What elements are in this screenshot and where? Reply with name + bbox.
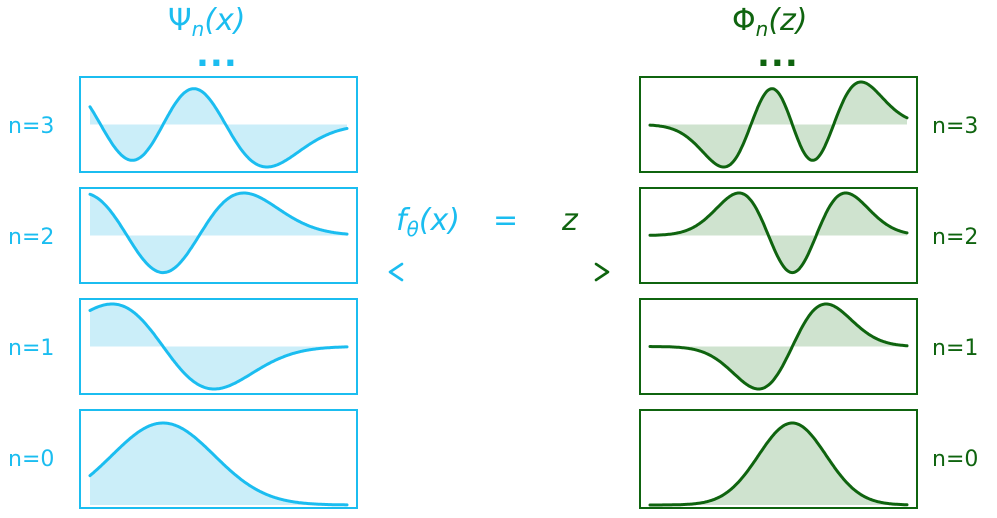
right-panel-n3 [639, 76, 918, 173]
left-panel-n2 [79, 187, 358, 284]
left-ellipsis: ... [196, 35, 238, 75]
right-title-arg: (z) [768, 3, 808, 38]
right-label-n1: n=1 [932, 336, 979, 361]
right-wavefunction-fill-n1 [650, 304, 907, 389]
left-label-n2: n=2 [8, 225, 55, 250]
right-wavefunction-curve-n0 [648, 421, 909, 507]
left-title: Ψn(x) [168, 3, 246, 41]
left-panel-n0 [79, 409, 358, 509]
left-panel-n1 [79, 298, 358, 395]
left-panel-frame-n2 [79, 187, 358, 284]
right-panel-frame-n3 [639, 76, 918, 173]
left-panel-n3 [79, 76, 358, 173]
right-panel-n2 [639, 187, 918, 284]
left-title-symbol: Ψ [168, 3, 192, 38]
left-wavefunction-fill-n3 [90, 88, 347, 167]
right-panel-frame-n0 [639, 409, 918, 509]
right-title-sub: n [755, 17, 769, 41]
right-wavefunction-fill-n0 [650, 423, 907, 505]
bidirectional-arrow [388, 262, 610, 282]
left-label-n3: n=3 [8, 114, 55, 139]
right-wavefunction-curve-n2 [648, 191, 909, 275]
left-title-arg: (x) [204, 3, 246, 38]
right-label-n0: n=0 [932, 447, 979, 472]
left-wavefunction-fill-n0 [90, 423, 347, 505]
left-wavefunction-curve-n0 [88, 421, 349, 507]
left-panel-frame-n0 [79, 409, 358, 509]
right-wavefunction-curve-n3 [648, 80, 909, 169]
left-panel-frame-n3 [79, 76, 358, 173]
right-panel-frame-n2 [639, 187, 918, 284]
mapping-equals: = [493, 203, 519, 238]
right-wavefunction-fill-n2 [650, 193, 907, 273]
left-wavefunction-fill-n1 [90, 304, 347, 389]
right-title-symbol: Φ [732, 3, 756, 38]
right-panel-n1 [639, 298, 918, 395]
right-panel-n0 [639, 409, 918, 509]
mapping-lhs: fθ(x) [396, 203, 460, 241]
left-panel-frame-n1 [79, 298, 358, 395]
left-label-n0: n=0 [8, 447, 55, 472]
left-label-n1: n=1 [8, 336, 55, 361]
right-wavefunction-curve-n1 [648, 302, 909, 391]
right-label-n2: n=2 [932, 225, 979, 250]
right-title: Φn(z) [732, 3, 808, 41]
mapping-arg: (x) [418, 203, 460, 238]
mapping-z: z [562, 206, 578, 236]
left-wavefunction-fill-n2 [90, 193, 347, 273]
left-wavefunction-curve-n1 [88, 302, 349, 391]
arrow-head-left [388, 262, 404, 282]
right-label-n3: n=3 [932, 114, 979, 139]
right-ellipsis: ... [757, 35, 799, 75]
mapping-theta: θ [406, 217, 419, 241]
left-title-sub: n [191, 17, 205, 41]
arrow-head-right [594, 262, 610, 282]
right-panel-frame-n1 [639, 298, 918, 395]
left-wavefunction-curve-n3 [88, 87, 349, 169]
mapping-z-text: z [562, 203, 578, 238]
mapping-f: f [396, 203, 407, 238]
left-wavefunction-curve-n2 [88, 191, 349, 275]
